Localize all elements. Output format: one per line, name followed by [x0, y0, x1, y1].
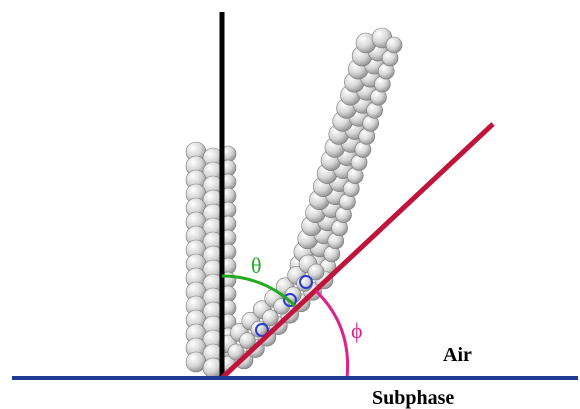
- aromatic-ring-accent: [255, 323, 269, 337]
- molecule-model: [185, 27, 403, 379]
- atom-sphere: [261, 309, 279, 327]
- atom-sphere: [307, 263, 325, 281]
- atom-sphere: [250, 320, 268, 338]
- atom-sphere: [227, 343, 245, 361]
- tilt-axis-line: [220, 122, 495, 380]
- air-label: Air: [443, 344, 472, 366]
- aromatic-ring-accent: [299, 275, 313, 289]
- atom-sphere: [385, 36, 403, 54]
- atom-sphere: [239, 332, 256, 349]
- subphase-label: Subphase: [372, 387, 454, 409]
- theta-angle-arc: [221, 274, 297, 308]
- theta-label: θ: [251, 253, 262, 278]
- phi-angle-arc: [314, 289, 350, 379]
- phi-label: ϕ: [351, 318, 363, 343]
- aromatic-ring-accent: [283, 293, 297, 307]
